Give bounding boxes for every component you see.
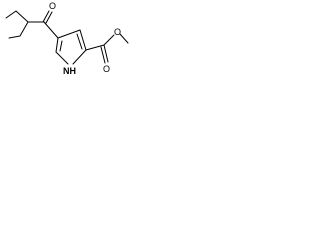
pyrrole-ring: [55, 29, 87, 65]
bond-ester-c-o-double-2: [100, 46, 106, 64]
bond-ethyl1-ch2-ch: [15, 10, 29, 23]
bond-ester-c-o-single: [103, 34, 115, 46]
bond-ring-c4-c3-double: [55, 37, 59, 53]
bond-ethyl1-ch3-ch2: [5, 10, 17, 19]
bond-carbonyl-ring: [43, 21, 59, 39]
ester-oxygen-label: O: [114, 27, 121, 37]
molecule-structure-diagram: O NH O O: [5, 1, 129, 76]
bond-ring-ester-carbon: [85, 44, 105, 51]
bond-ring-c3-c2: [57, 29, 81, 39]
ketone-oxygen-label: O: [49, 1, 56, 11]
bond-ring-c1-n: [72, 49, 87, 65]
bond-ring-c2-c1-inner: [76, 33, 83, 50]
bond-ester-o-methyl: [119, 33, 129, 44]
bond-ring-c4-c3-inner: [59, 40, 63, 52]
ketone-group: [42, 10, 59, 39]
pyrrole-nh-label: NH: [63, 66, 76, 76]
bond-ring-c2-c1-double: [79, 29, 87, 51]
bond-ethyl2-ch2-ch3: [8, 35, 21, 39]
ester-group: [85, 33, 129, 64]
alkyl-chain: [5, 10, 45, 39]
bond-ketone-co-2: [45, 11, 53, 24]
bond-ring-n-c4: [55, 51, 69, 65]
ester-carbonyl-oxygen-label: O: [103, 64, 110, 74]
bond-ch-ethyl2-ch2: [19, 21, 29, 37]
bond-ester-c-o-double-1: [103, 44, 109, 63]
bond-ketone-co-1: [42, 10, 50, 23]
